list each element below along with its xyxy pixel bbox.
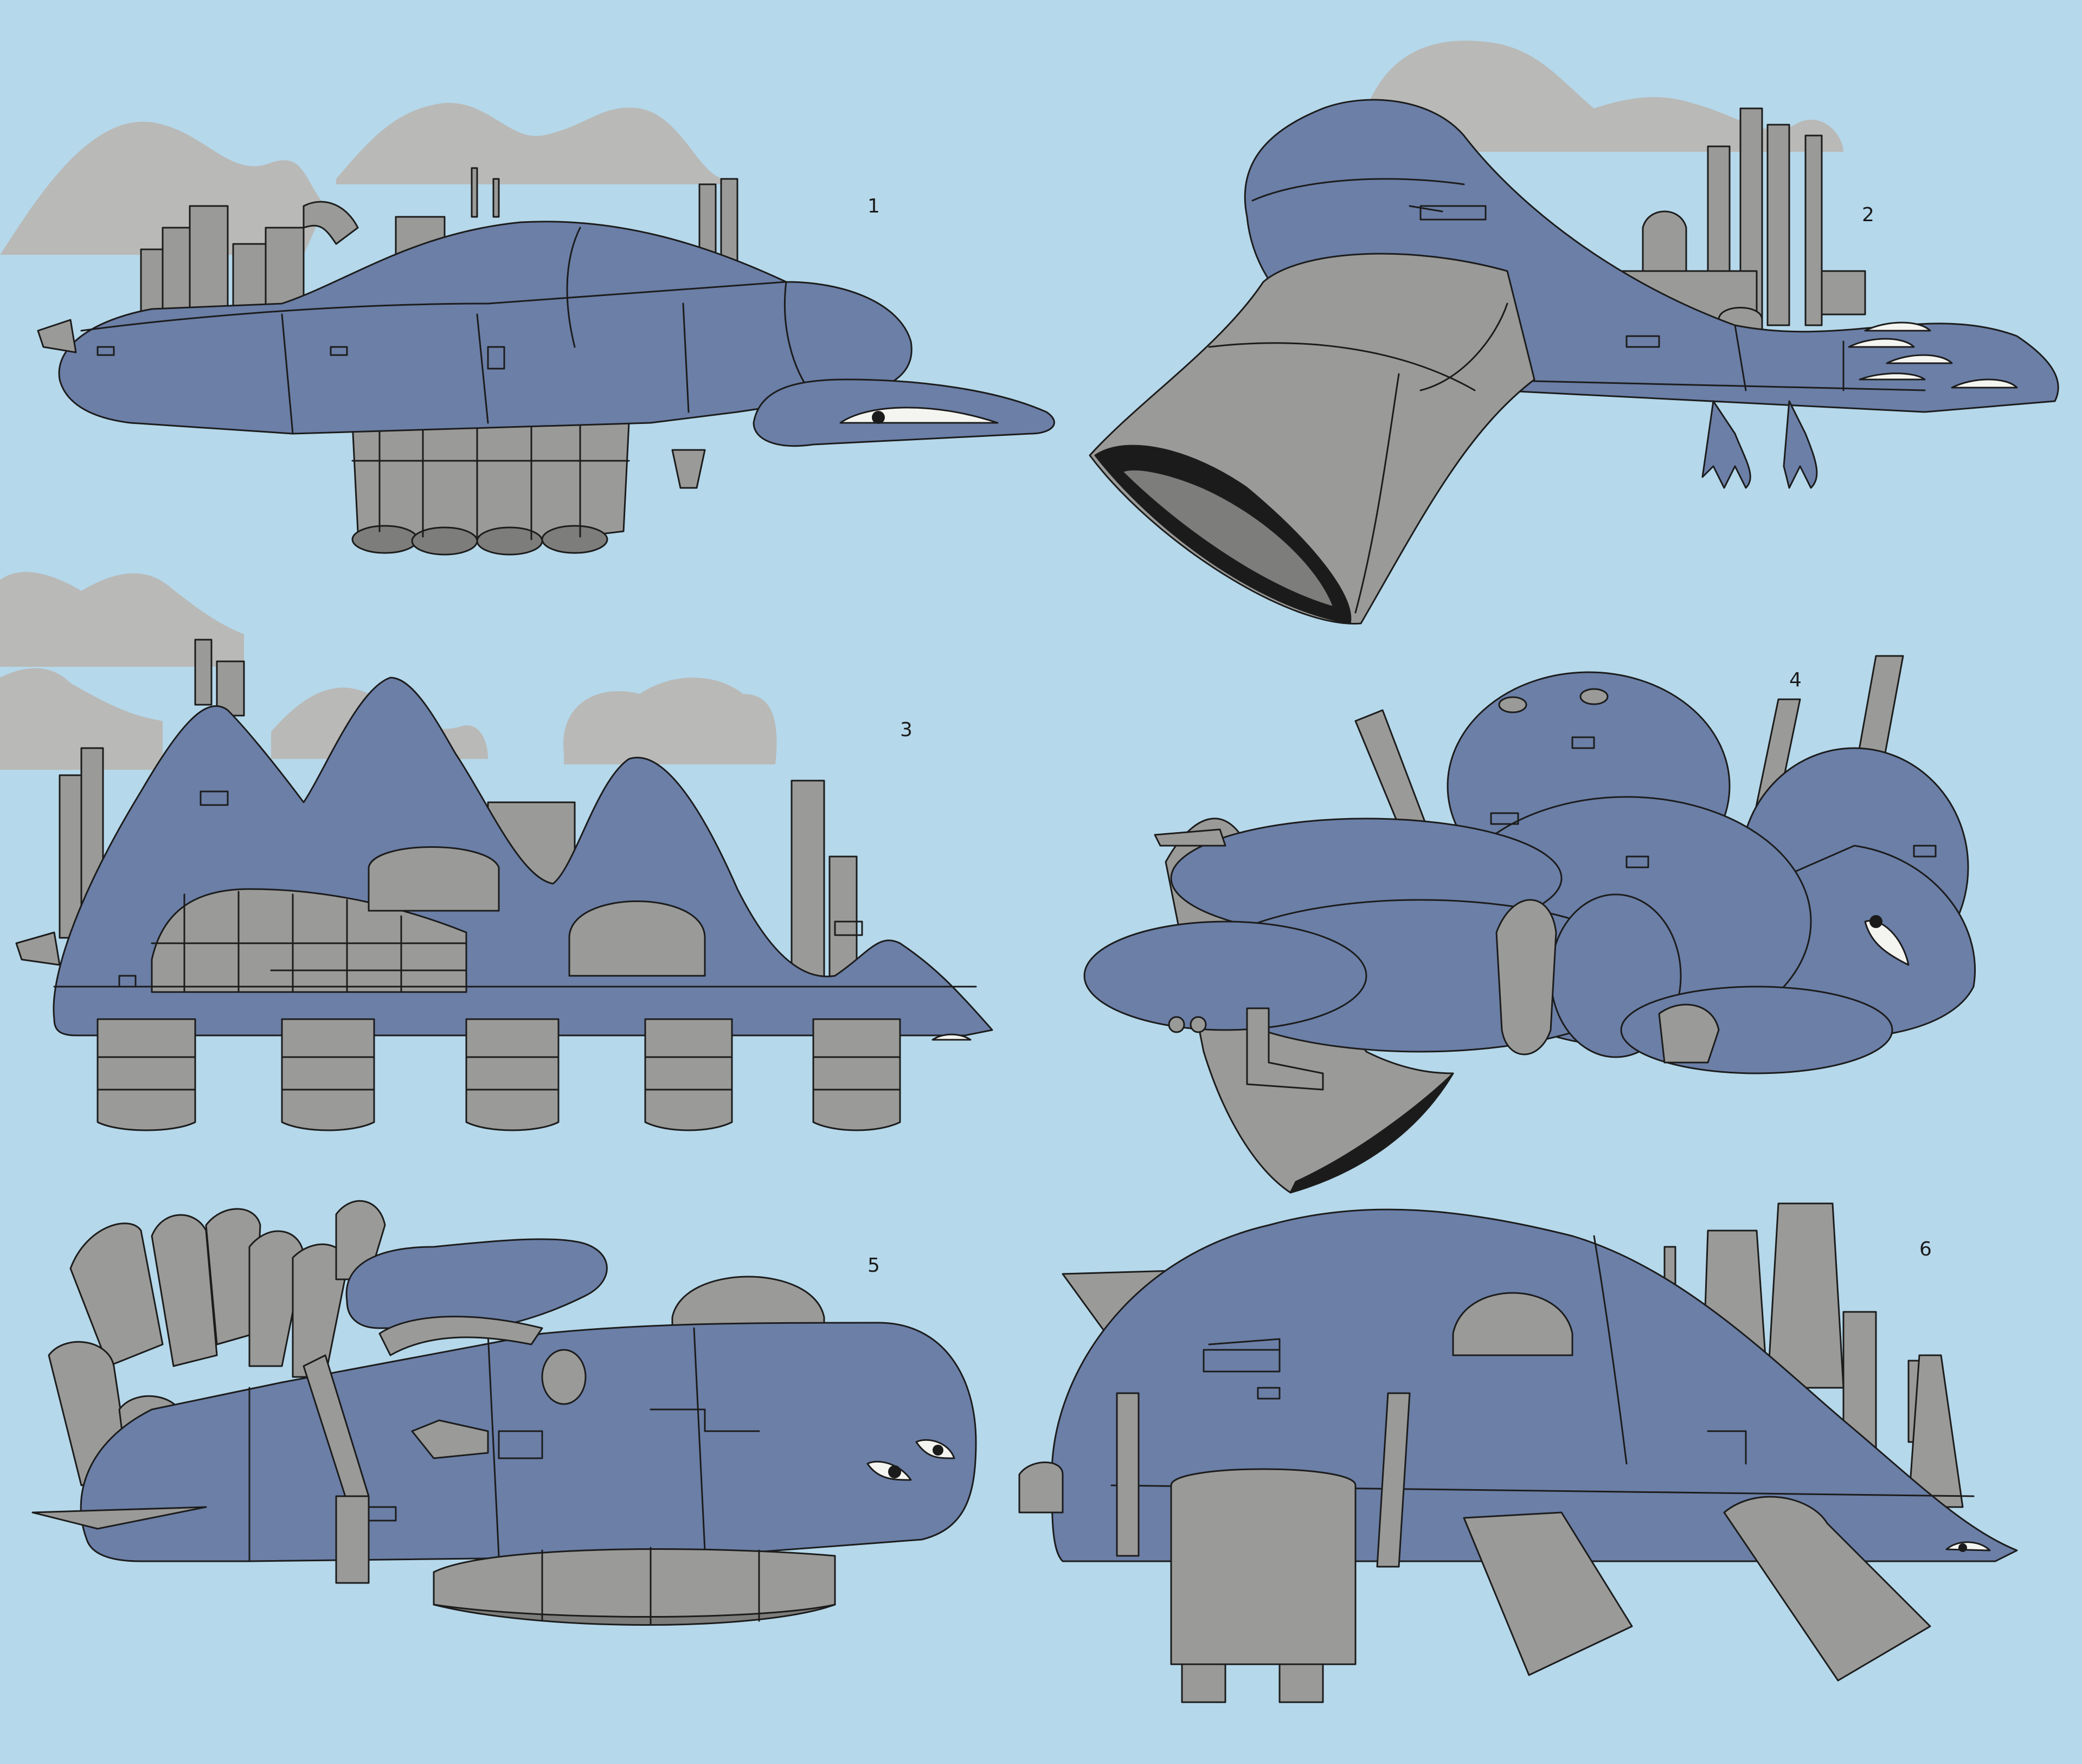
airship-1: [0, 102, 1055, 556]
airship-3: [0, 572, 993, 1131]
panel-number-6: 6: [1919, 1238, 1932, 1260]
airship-4: [1083, 655, 1976, 1194]
airship-2: [1089, 41, 2059, 625]
panel-number-1: 1: [868, 195, 880, 217]
panel-number-4: 4: [1789, 669, 1802, 691]
panel-number-2: 2: [1862, 204, 1874, 226]
airship-6: [1018, 1202, 2018, 1703]
panel-number-3: 3: [900, 719, 913, 741]
panel-number-5: 5: [868, 1254, 880, 1277]
airship-5: [31, 1200, 977, 1626]
